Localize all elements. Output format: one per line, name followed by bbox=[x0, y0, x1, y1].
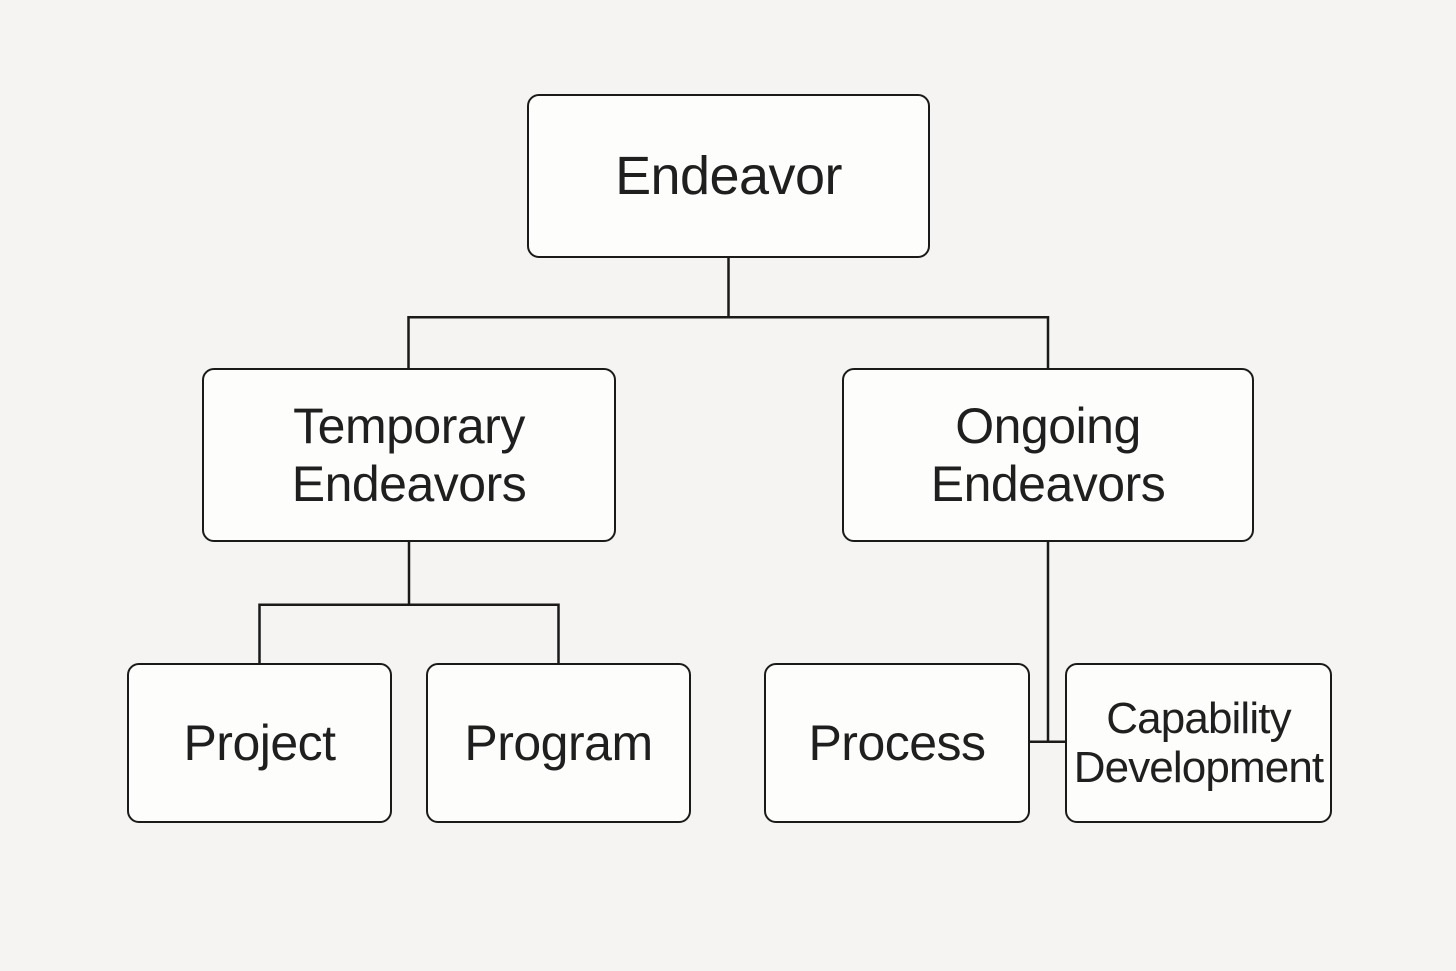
edge-endeavor-to-children bbox=[407, 316, 1050, 369]
node-project: Project bbox=[127, 663, 392, 823]
node-temporary-endeavors: Temporary Endeavors bbox=[202, 368, 616, 542]
node-capability-development-label: Capability Development bbox=[1073, 694, 1324, 792]
node-ongoing-endeavors: Ongoing Endeavors bbox=[842, 368, 1254, 542]
node-capability-development: Capability Development bbox=[1065, 663, 1332, 823]
node-temporary-endeavors-label: Temporary Endeavors bbox=[291, 398, 527, 512]
node-ongoing-endeavors-label: Ongoing Endeavors bbox=[930, 398, 1166, 512]
edge-temporary-to-children bbox=[258, 603, 560, 664]
node-endeavor: Endeavor bbox=[527, 94, 930, 258]
node-endeavor-label: Endeavor bbox=[615, 146, 842, 206]
node-process-label: Process bbox=[808, 715, 986, 771]
node-project-label: Project bbox=[183, 715, 336, 771]
node-program: Program bbox=[426, 663, 691, 823]
node-program-label: Program bbox=[464, 715, 653, 771]
node-process: Process bbox=[764, 663, 1030, 823]
